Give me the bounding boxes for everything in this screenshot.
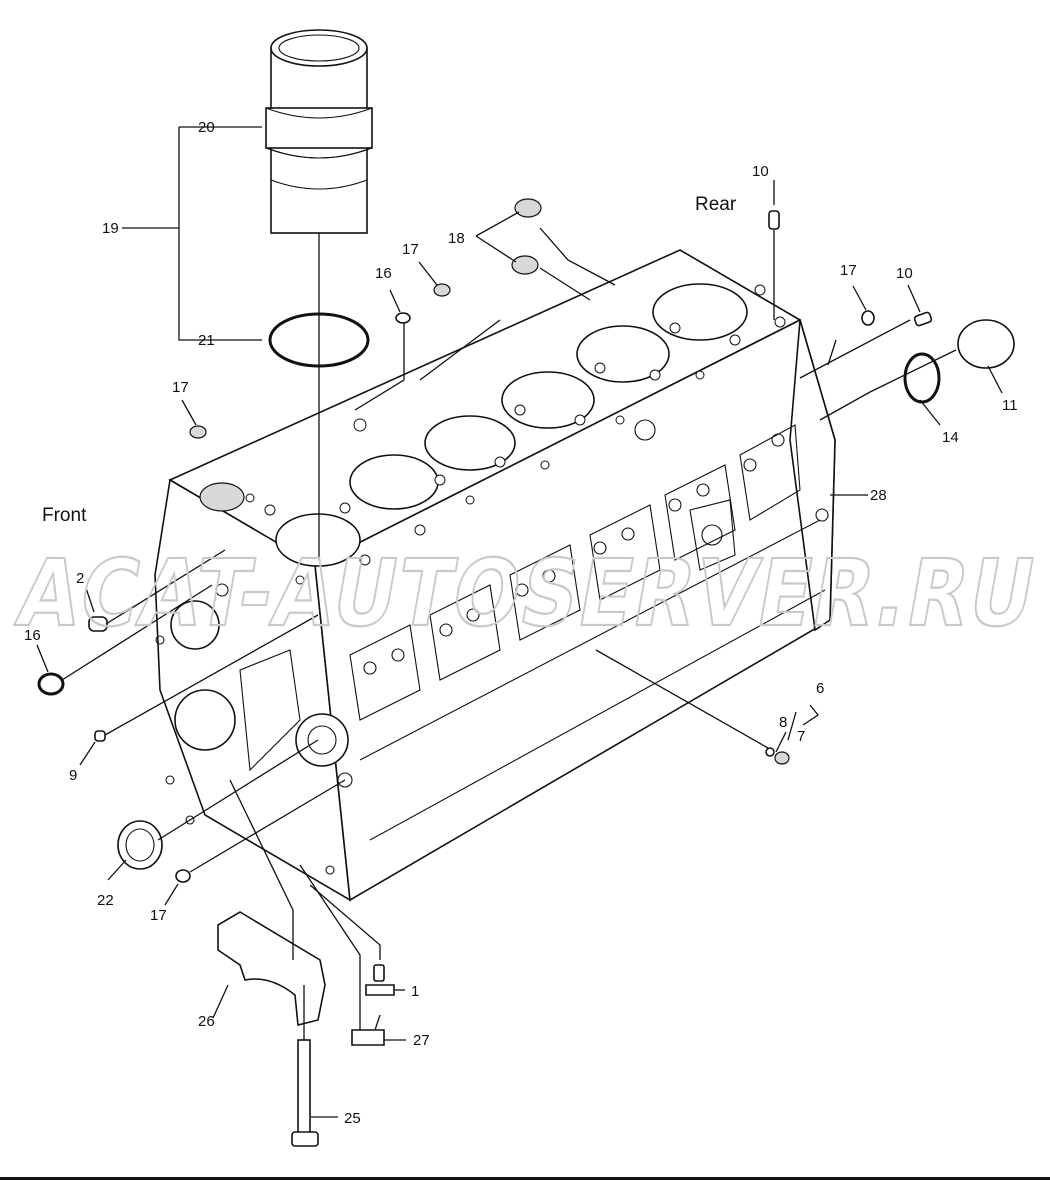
callout-25: 25 — [344, 1110, 361, 1127]
leader-lines — [36, 126, 1003, 1118]
piston-cooling-jet-1 — [365, 964, 395, 996]
o-ring-16 — [37, 672, 65, 696]
callout-14: 14 — [942, 429, 959, 446]
callout-17-top: 16 — [375, 265, 392, 282]
callout-26: 26 — [198, 1013, 215, 1030]
rear-label: Rear — [695, 194, 737, 215]
bottom-rule — [0, 1177, 1050, 1180]
callout-10-top: 10 — [752, 163, 769, 180]
callout-27: 28 — [870, 487, 887, 504]
ring-17b — [861, 310, 875, 326]
callout-1: 1 — [411, 983, 419, 1000]
callout-17-left: 17 — [172, 379, 189, 396]
callout-18: 17 — [402, 241, 419, 258]
callout-19: 18 — [448, 230, 465, 247]
callout-11: 11 — [1002, 397, 1018, 414]
callout-9: 9 — [69, 767, 77, 784]
ring-17c — [175, 869, 191, 883]
plug-17d — [189, 425, 207, 439]
cylinder-liner — [265, 29, 373, 234]
callout-23: 21 — [198, 332, 215, 349]
seal-20 — [117, 820, 163, 870]
watermark-text: ACAT-AUTOSERVER.RU — [10, 540, 1045, 647]
callout-10-right: 10 — [896, 265, 913, 282]
front-face-details — [155, 583, 353, 875]
callout-8: 8 — [779, 714, 787, 731]
piston-cooling-jet-28 — [351, 1014, 385, 1046]
deck-holes — [245, 284, 786, 585]
dowel-10a — [768, 210, 780, 230]
callout-2: 2 — [76, 570, 84, 587]
cup-plugs — [511, 198, 542, 275]
callout-7: 7 — [797, 728, 805, 745]
callout-20: 22 — [97, 892, 114, 909]
cylinder-block — [154, 249, 836, 902]
plug-18 — [433, 283, 451, 297]
plug-7 — [774, 751, 790, 765]
front-label: Front — [42, 505, 87, 526]
callout-6: 6 — [816, 680, 824, 697]
callout-16: 16 — [24, 627, 41, 644]
callout-numbers: 20 19 21 18 17 16 10 17 10 11 14 28 17 2… — [24, 119, 1018, 1127]
bearing-cap — [217, 911, 326, 1027]
callout-28: 27 — [413, 1032, 430, 1049]
ring-17a — [395, 312, 411, 324]
cap-bolt — [291, 1039, 319, 1147]
plug-8 — [765, 747, 775, 757]
callout-17-bottom: 17 — [150, 907, 167, 924]
bearing-webs — [349, 419, 829, 841]
cover-plate — [957, 319, 1015, 369]
dowel-10b — [913, 311, 933, 327]
callout-21: 19 — [102, 220, 119, 237]
callout-22: 20 — [198, 119, 215, 136]
callout-17-right: 17 — [840, 262, 857, 279]
pin-9 — [94, 730, 106, 742]
